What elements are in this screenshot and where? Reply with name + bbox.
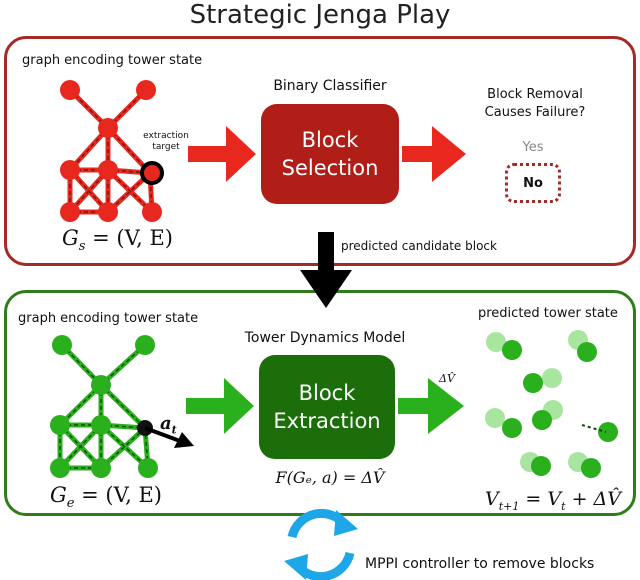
block-selection-box: Block Selection <box>261 104 399 204</box>
extraction-target-label: extraction target <box>138 131 194 153</box>
graph-node <box>60 160 80 180</box>
graph-node <box>50 415 70 435</box>
extraction-target-line1: extraction <box>143 131 189 141</box>
formula-g: G <box>50 483 67 507</box>
graph-node <box>135 335 155 355</box>
graph-node <box>60 80 80 100</box>
top-graph-label: graph encoding tower state <box>22 53 203 68</box>
block-selection-line2: Selection <box>281 156 379 180</box>
formula-rest: = (V, E) <box>85 226 173 250</box>
graph-node <box>91 415 111 435</box>
graph-node <box>98 118 118 138</box>
down-arrow-icon <box>300 232 352 308</box>
graph-node <box>91 375 111 395</box>
top-graph-nodes <box>60 80 162 222</box>
formula-rest: = (V, E) <box>74 483 162 507</box>
right-arrow-icon <box>402 126 466 182</box>
graph-node <box>98 202 118 222</box>
predicted-candidate-label: predicted candidate block <box>341 239 497 253</box>
right-arrow-icon <box>398 378 464 434</box>
graph-node <box>138 458 158 478</box>
predicted-node-pairs <box>485 330 618 478</box>
formula-sub-e: e <box>66 496 75 512</box>
binary-classifier-label: Binary Classifier <box>273 78 387 94</box>
bottom-graph-label: graph encoding tower state <box>18 311 199 326</box>
extraction-target-node <box>140 161 164 185</box>
block-selection-line1: Block <box>301 128 359 152</box>
no-result-box: No <box>505 163 561 203</box>
action-a: a <box>160 413 172 434</box>
failure-question: Block Removal Causes Failure? <box>470 86 600 122</box>
block-extraction-box: Block Extraction <box>259 355 395 459</box>
delta-label: ΔV̂ <box>439 372 455 385</box>
mppi-label: MPPI controller to remove blocks <box>365 556 595 572</box>
dynamics-formula: F(Gₑ, a) = ΔV̂ <box>275 468 385 487</box>
graph-node <box>60 202 80 222</box>
graph-node <box>142 202 162 222</box>
predicted-tower-label: predicted tower state <box>478 306 618 321</box>
action-label: at <box>160 413 177 437</box>
formula-plus-delta: + ΔV̂ <box>565 488 621 510</box>
block-extraction-line2: Extraction <box>273 409 381 433</box>
diagram-title: Strategic Jenga Play <box>189 0 451 30</box>
failure-question-line2: Causes Failure? <box>484 105 586 120</box>
formula-eq-v: = V <box>519 488 562 510</box>
bottom-graph-nodes <box>50 335 158 478</box>
block-extraction-line1: Block <box>298 381 356 405</box>
formula-sub-s: s <box>78 239 86 255</box>
formula-v: V <box>485 488 499 510</box>
action-sub-t: t <box>171 423 177 437</box>
formula-sub-t1: t+1 <box>498 499 520 513</box>
formula-sub-t: t <box>561 499 566 513</box>
refresh-arrowhead <box>334 510 358 536</box>
bottom-graph-edges <box>57 342 151 471</box>
extraction-target-line2: target <box>152 142 180 152</box>
top-graph-formula: Gs = (V, E) <box>62 226 173 254</box>
right-arrow-icon <box>186 378 254 434</box>
refresh-arrowhead <box>284 554 308 580</box>
graph-node <box>52 335 72 355</box>
update-formula: Vt+1 = Vt + ΔV̂ <box>485 488 621 513</box>
graph-node <box>91 458 111 478</box>
graph-node <box>98 160 118 180</box>
tower-dynamics-label: Tower Dynamics Model <box>244 330 406 346</box>
right-arrow-icon <box>188 126 256 182</box>
bottom-graph-formula: Ge = (V, E) <box>50 483 162 511</box>
formula-g: G <box>62 226 79 250</box>
bottom-graph-edge-dashes <box>59 344 149 469</box>
graph-node <box>50 458 70 478</box>
action-arrow-icon <box>144 426 194 448</box>
failure-question-line1: Block Removal <box>487 87 583 102</box>
graph-node <box>136 80 156 100</box>
yes-label: Yes <box>522 140 544 155</box>
